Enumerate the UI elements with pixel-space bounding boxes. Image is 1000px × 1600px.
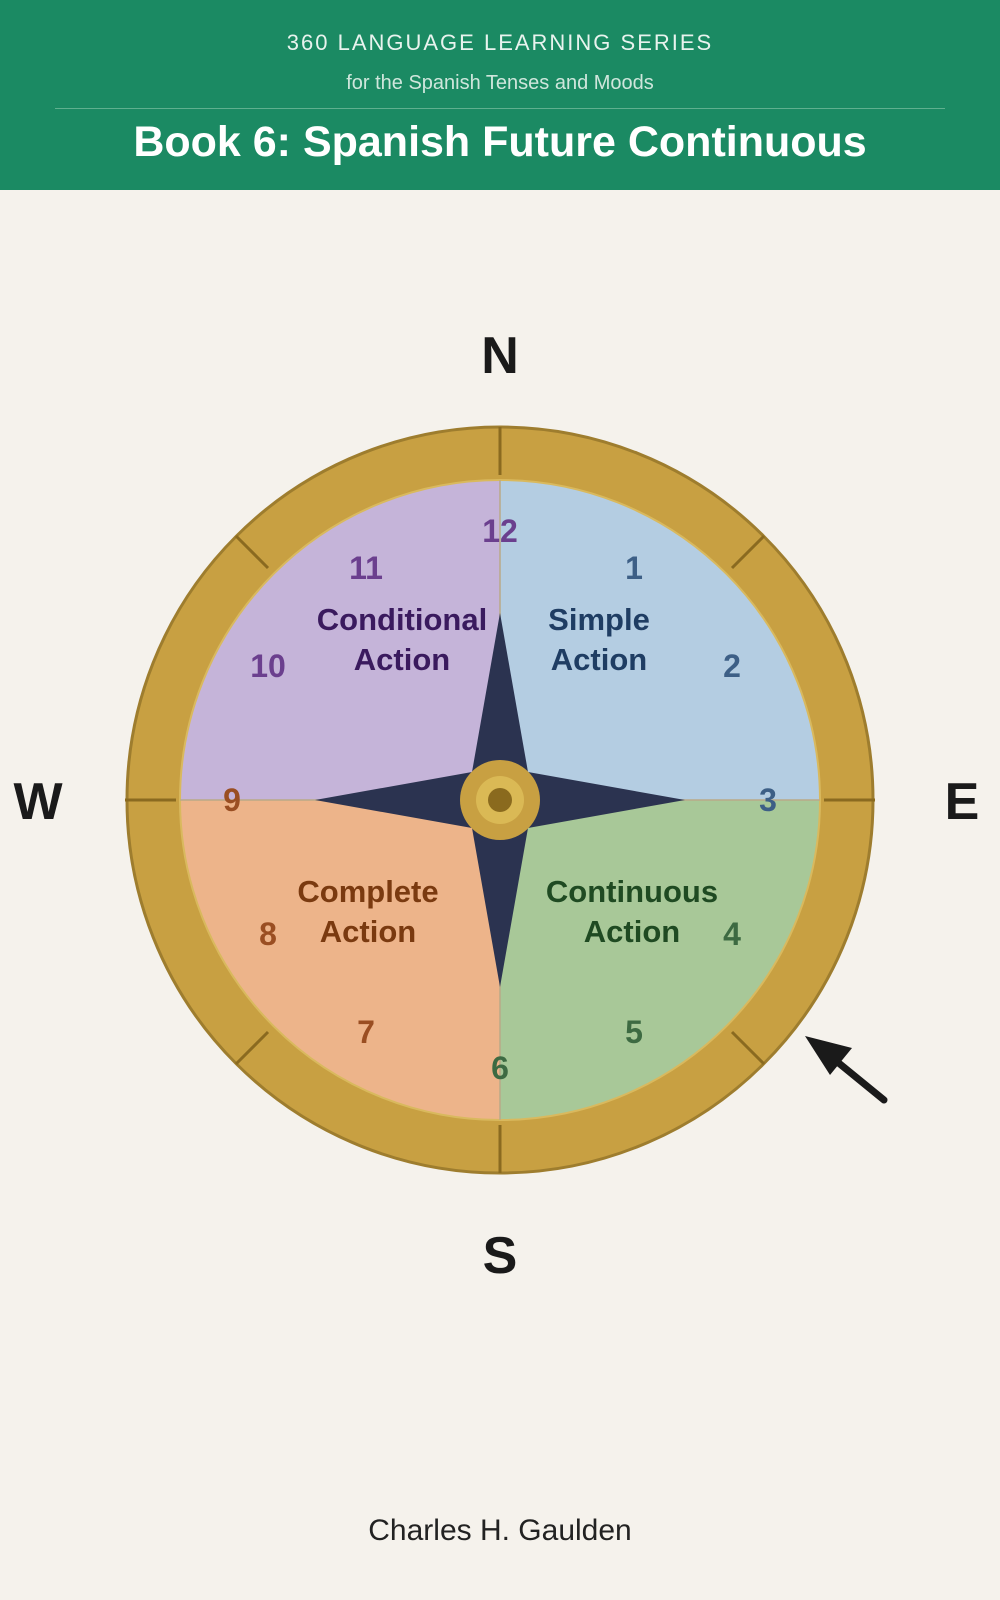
pointer-arrow-icon	[805, 1036, 888, 1104]
label-continuous-line2: Action	[584, 914, 680, 949]
book-title: Book 6: Spanish Future Continuous	[133, 118, 867, 166]
ring-ticks	[125, 427, 875, 1173]
hour-6: 6	[491, 1050, 509, 1086]
header-banner: 360 LANGUAGE LEARNING SERIES for the Spa…	[0, 0, 1000, 190]
hour-5: 5	[625, 1014, 643, 1050]
direction-west: W	[13, 773, 63, 831]
author-name: Charles H. Gaulden	[368, 1514, 632, 1547]
hour-4: 4	[723, 916, 741, 952]
series-name: 360 LANGUAGE LEARNING SERIES	[286, 30, 714, 55]
label-continuous-line1: Continuous	[546, 874, 718, 909]
hour-8: 8	[259, 916, 277, 952]
series-subtitle: for the Spanish Tenses and Moods	[346, 72, 654, 94]
label-conditional-line2: Action	[354, 642, 450, 677]
center-pin	[488, 788, 512, 812]
hour-7: 7	[357, 1014, 375, 1050]
label-simple-line1: Simple	[548, 602, 650, 637]
hour-12: 12	[482, 513, 518, 549]
quadrant-complete	[180, 800, 500, 1120]
header-divider	[55, 108, 945, 109]
quadrant-conditional	[180, 480, 500, 800]
compass-illustration: N S W E 12 1 2 3 4 5 6 7 8 9 10 11 Condi…	[13, 327, 980, 1285]
hour-1: 1	[625, 550, 643, 586]
quadrant-continuous	[500, 800, 820, 1120]
quadrant-simple	[500, 480, 820, 800]
direction-east: E	[945, 773, 980, 831]
direction-north: N	[481, 327, 519, 385]
hour-2: 2	[723, 648, 741, 684]
hour-11: 11	[349, 550, 383, 586]
hour-3: 3	[759, 782, 777, 818]
label-conditional-line1: Conditional	[317, 602, 487, 637]
label-simple-line2: Action	[551, 642, 647, 677]
label-complete-line1: Complete	[297, 874, 438, 909]
label-complete-line2: Action	[320, 914, 416, 949]
direction-south: S	[483, 1227, 518, 1285]
hour-9: 9	[223, 782, 241, 818]
hour-10: 10	[250, 648, 286, 684]
